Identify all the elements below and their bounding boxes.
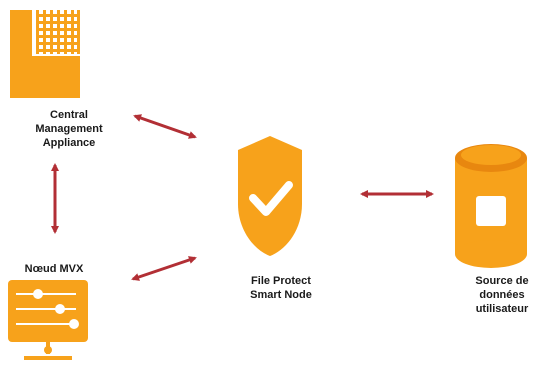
source-label-line2: données (479, 289, 525, 301)
cma-label-line1: Central (50, 109, 88, 121)
file-protect-smart-node-label: File Protect Smart Node (226, 274, 336, 302)
central-management-appliance-label: Central Management Appliance (14, 108, 124, 150)
cma-label-line3: Appliance (42, 137, 96, 149)
cma-label-line2: Management (35, 123, 103, 135)
arrow-mvx-to-fpsn (131, 256, 197, 281)
fpsn-label-line1: File Protect (251, 275, 311, 287)
user-data-source-label: Source de données utilisateur (452, 274, 552, 316)
mvx-node-label: Nœud MVX (4, 262, 104, 276)
appliance-grid-icon (10, 10, 80, 98)
shield-check-icon (238, 136, 302, 256)
sliders-monitor-icon (8, 280, 88, 360)
arrow-cma-to-fpsn (133, 114, 197, 139)
source-label-line3: utilisateur (475, 303, 529, 315)
mvx-label-line1: Nœud MVX (24, 263, 84, 275)
source-label-line1: Source de (475, 275, 529, 287)
database-cylinder-icon (455, 144, 527, 268)
fpsn-label-line2: Smart Node (250, 289, 312, 301)
